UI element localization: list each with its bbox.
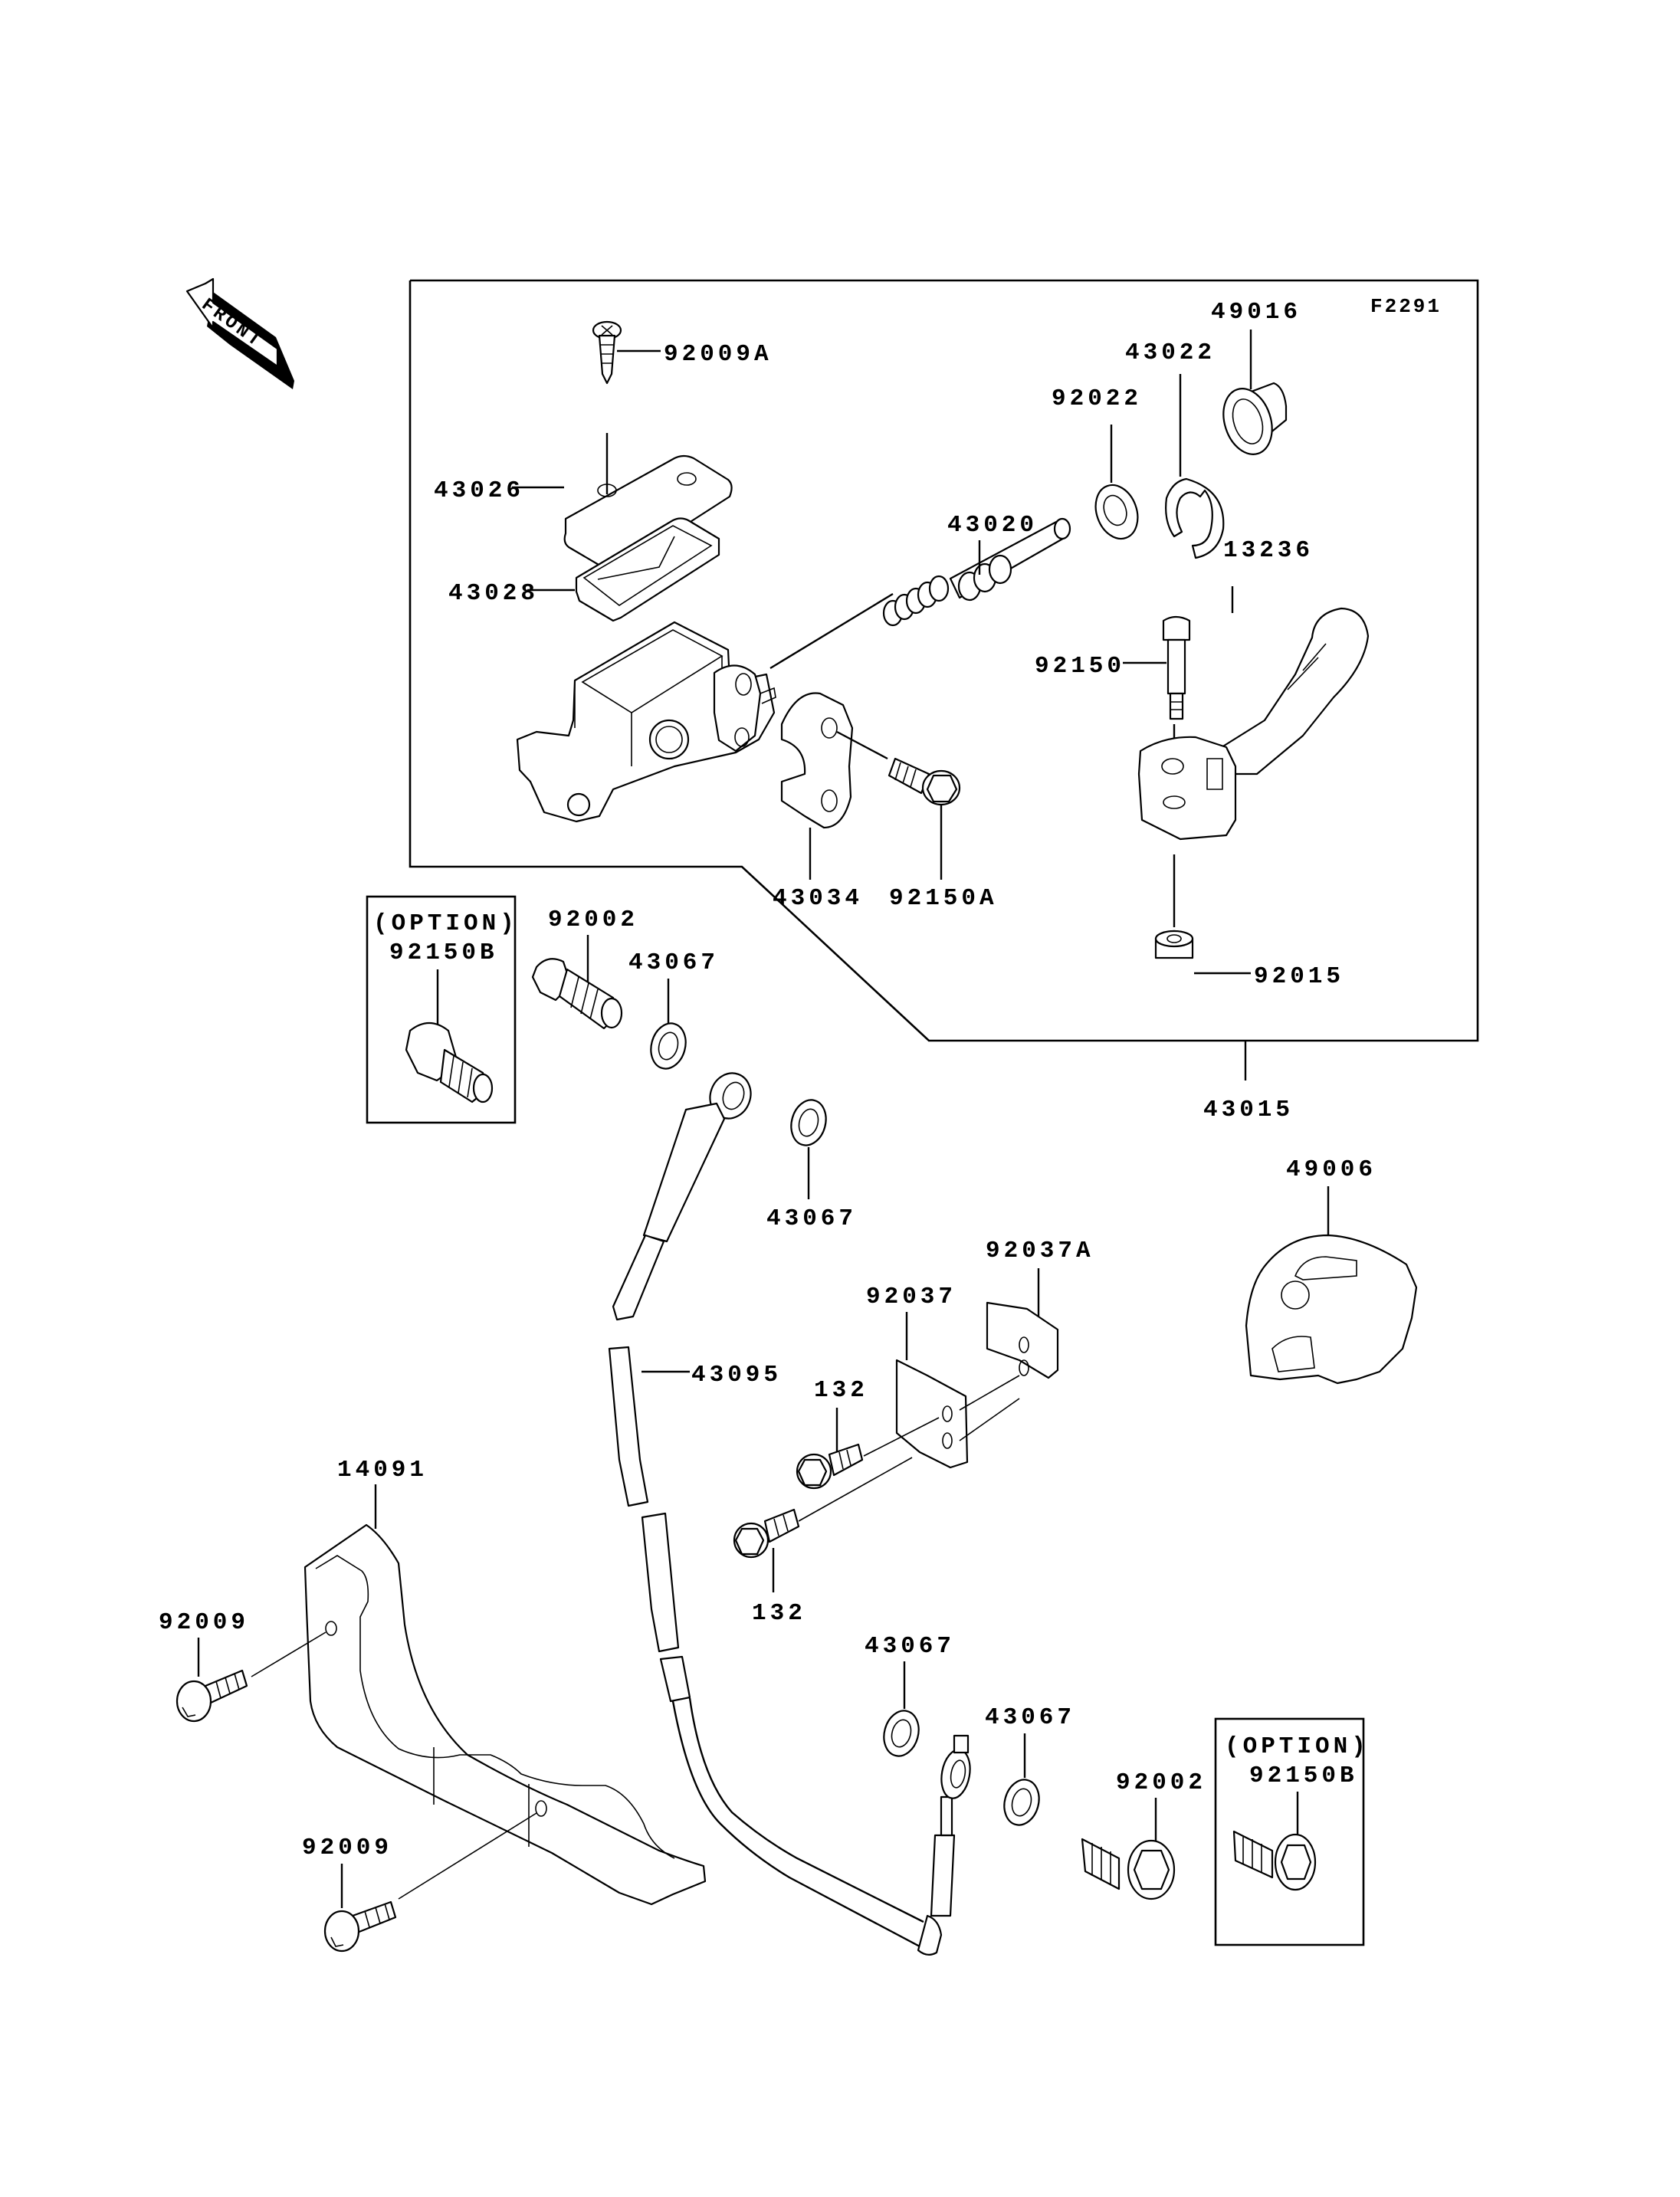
pivot-bolt-92150 [1162, 615, 1191, 720]
bolt-92150a [888, 757, 961, 806]
callout-43026: 43026 [434, 477, 524, 504]
option-label-top: (OPTION) [373, 910, 518, 937]
clamp-43034 [780, 692, 854, 829]
callout-43022: 43022 [1125, 339, 1216, 366]
hose-clamp-92037a [986, 1301, 1059, 1379]
callout-43067-top-2: 43067 [766, 1205, 857, 1232]
guard-bolt-92009-lower [323, 1900, 397, 1953]
callout-92009-upper: 92009 [159, 1609, 249, 1636]
callout-92002-top: 92002 [548, 907, 638, 933]
reference-code: F2291 [1370, 295, 1442, 318]
diaphragm-43028 [575, 517, 720, 622]
callout-49006: 49006 [1286, 1156, 1376, 1183]
brake-hose-43095 [608, 1072, 971, 1956]
bolt-132-lower [733, 1508, 800, 1559]
guard-14091 [304, 1523, 707, 1906]
washer-92022 [1094, 484, 1139, 540]
callout-43067-bottom-1: 43067 [865, 1633, 955, 1660]
callout-92002-bottom: 92002 [1116, 1769, 1206, 1796]
callout-14091: 14091 [337, 1457, 428, 1484]
option-bolt-92150b-top [405, 1021, 494, 1103]
option-box-bottom [1214, 1717, 1365, 1946]
piston-kit-43020 [882, 517, 1071, 627]
callout-43020: 43020 [947, 512, 1038, 539]
banjo-bolt-92002-bottom [1081, 1838, 1176, 1900]
callout-92009a: 92009A [664, 341, 773, 368]
washer-43067-bottom-2 [1003, 1779, 1040, 1826]
callout-43015: 43015 [1203, 1097, 1294, 1123]
callout-92037: 92037 [866, 1284, 956, 1310]
option-bolt-92150b-bottom [1232, 1830, 1317, 1891]
nut-92015 [1154, 930, 1194, 959]
option-label-bottom: (OPTION) [1225, 1733, 1370, 1760]
callout-13236: 13236 [1223, 537, 1314, 564]
bolt-132-upper [796, 1443, 864, 1490]
callout-92022: 92022 [1052, 385, 1142, 412]
callout-92150b-top: 92150B [389, 939, 498, 966]
callout-92015: 92015 [1254, 963, 1344, 990]
lever-13236 [1137, 607, 1370, 841]
callout-92037a: 92037A [986, 1238, 1094, 1264]
washer-43067-top-1 [650, 1022, 687, 1070]
boot-49016 [1222, 382, 1288, 455]
washer-43067-bottom-1 [883, 1710, 920, 1757]
guard-bolt-92009-upper [176, 1669, 248, 1723]
hose-clamp-92037 [895, 1359, 969, 1469]
callout-43028: 43028 [448, 580, 539, 607]
master-cylinder-body [516, 621, 776, 823]
callout-43067-top-1: 43067 [628, 949, 719, 976]
banjo-bolt-92002-top [531, 958, 623, 1030]
washer-43067-top-2 [790, 1099, 827, 1146]
callout-92009-lower: 92009 [302, 1835, 392, 1861]
callout-43067-bottom-2: 43067 [985, 1704, 1075, 1731]
screw-92009a [592, 320, 622, 385]
callout-92150a: 92150A [889, 885, 998, 912]
callout-132-upper: 132 [814, 1377, 868, 1404]
callout-92150b-bottom: 92150B [1249, 1763, 1358, 1789]
front-arrow-icon: FRONT [185, 277, 294, 389]
cover-49006 [1245, 1234, 1418, 1385]
callout-43095: 43095 [691, 1362, 782, 1389]
assembly-frame [409, 279, 1479, 1042]
circlip-43022 [1165, 477, 1225, 559]
callout-92150: 92150 [1035, 653, 1125, 680]
callout-132-lower: 132 [752, 1600, 806, 1627]
callout-43034: 43034 [773, 885, 863, 912]
callout-49016: 49016 [1211, 299, 1301, 326]
